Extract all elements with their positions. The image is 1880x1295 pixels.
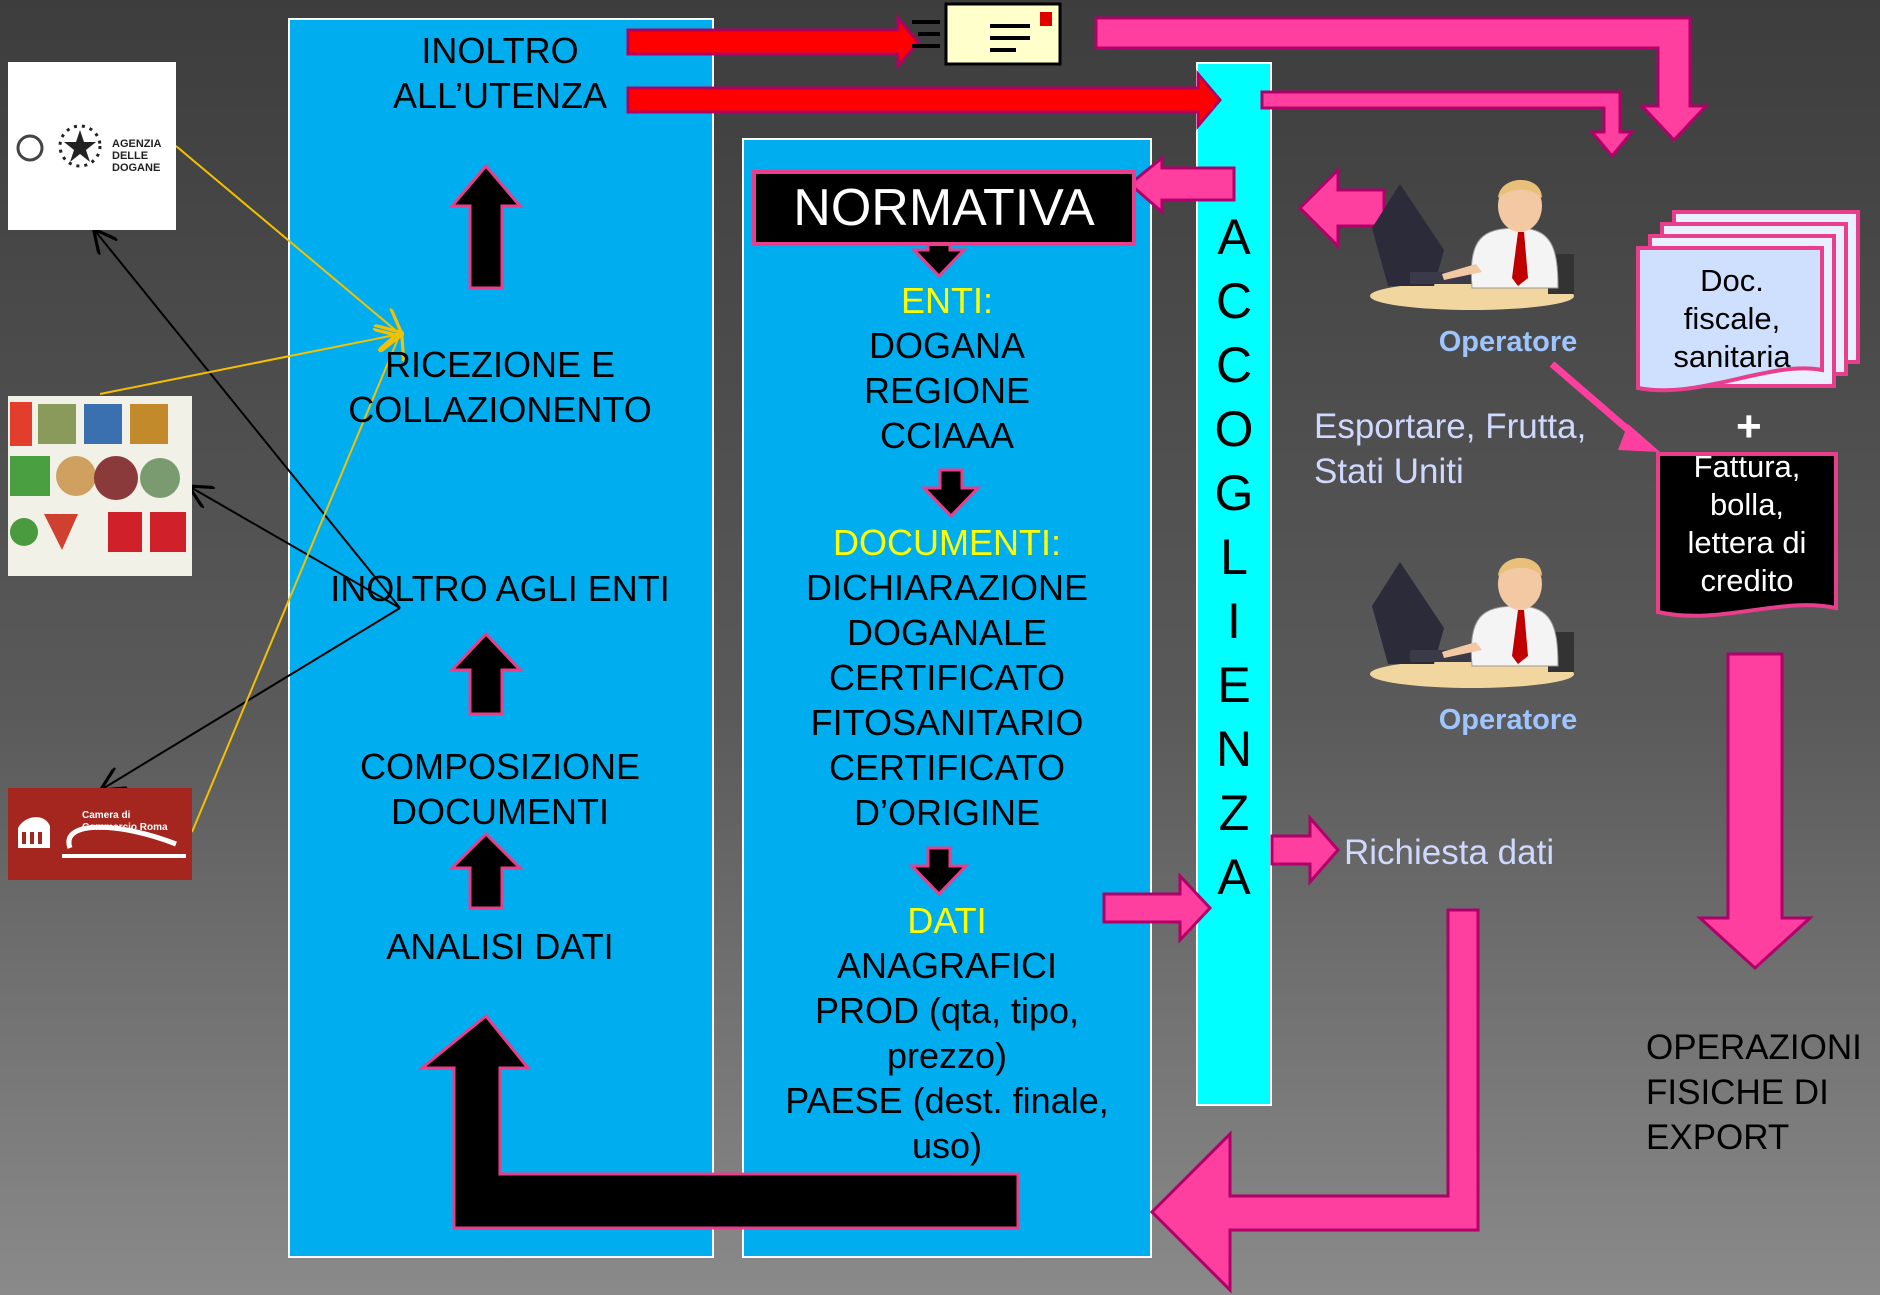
document-stack-icon xyxy=(1636,210,1860,393)
invoice-document-icon xyxy=(1656,452,1838,618)
enti-item: REGIONE xyxy=(863,370,1031,411)
accoglienza-panel xyxy=(1196,62,1272,1106)
operazioni-fisiche-label: OPERAZIONI FISICHE DI EXPORT xyxy=(1646,1025,1862,1160)
accoglienza-letter: E xyxy=(1217,657,1251,713)
dati-heading: DATI xyxy=(907,900,987,941)
operator-label: Operatore xyxy=(1438,704,1578,736)
step-inoltro-utenza-line1: INOLTRO xyxy=(421,30,579,71)
request-example-line2: Stati Uniti xyxy=(1314,452,1464,491)
dati-item: uso) xyxy=(911,1125,983,1166)
enti-item: CCIAAA xyxy=(879,415,1015,456)
operator-icon xyxy=(1370,558,1574,688)
black-doc-line: Fattura, xyxy=(1693,449,1801,484)
pink-arrow-operator-to-documents xyxy=(1549,361,1660,452)
black-arrow-up-3 xyxy=(448,831,524,910)
accoglienza-letter: L xyxy=(1220,529,1248,585)
step-ricezione-line1: RICEZIONE E xyxy=(384,344,616,385)
dati-item: PAESE (dest. finale, xyxy=(785,1080,1109,1121)
pink-arrow-to-richiesta xyxy=(1270,814,1340,886)
accoglienza-label: A C C O G L I E N Z A xyxy=(1196,205,1272,909)
documenti-item: D’ORIGINE xyxy=(853,792,1040,833)
black-arrow-down-3 xyxy=(908,846,970,897)
pink-arrow-envelope-to-documents xyxy=(1094,16,1710,143)
dati-item: PROD (qta, tipo, xyxy=(814,990,1080,1031)
agenzia-dogane-logo-text: AGENZIA DELLE DOGANE xyxy=(112,138,162,174)
pink-arrow-to-normativa xyxy=(1127,154,1236,216)
step-inoltro-utenza-line2: ALL’UTENZA xyxy=(392,75,608,116)
regions-logo-collage xyxy=(8,396,192,576)
black-arrow-up-1 xyxy=(448,163,524,290)
black-arrow-down-2 xyxy=(920,468,982,519)
operator-label: Operatore xyxy=(1438,326,1578,358)
richiesta-dati-label: Richiesta dati xyxy=(1344,833,1555,872)
pink-arrow-to-operations xyxy=(1696,652,1814,971)
documenti-item: DICHIARAZIONE xyxy=(805,567,1089,608)
accoglienza-letter: Z xyxy=(1218,785,1250,841)
logo-connectors xyxy=(96,145,400,833)
pink-arrow-operator-to-accoglienza xyxy=(1297,166,1386,250)
envelope-icon xyxy=(912,2,1062,66)
step-analisi-dati: ANALISI DATI xyxy=(386,926,614,967)
enti-block: ENTI: DOGANA REGIONE CCIAAA xyxy=(744,278,1150,458)
accoglienza-letter: C xyxy=(1215,273,1253,329)
documenti-item: CERTIFICATO xyxy=(828,657,1066,698)
dati-item: ANAGRAFICI xyxy=(836,945,1058,986)
accoglienza-letter: G xyxy=(1214,465,1254,521)
step-ricezione-line2: COLLAZIONENTO xyxy=(348,389,652,430)
doc-stack-line: fiscale, xyxy=(1683,301,1781,336)
documenti-block: DOCUMENTI: DICHIARAZIONE DOGANALE CERTIF… xyxy=(744,520,1150,835)
step-composizione: COMPOSIZIONE DOCUMENTI xyxy=(290,744,710,834)
documenti-item: DOGANALE xyxy=(846,612,1048,653)
pink-arrow-accoglienza-to-operator xyxy=(1260,90,1636,159)
step-inoltro-enti: INOLTRO AGLI ENTI xyxy=(330,568,670,609)
operator-icon xyxy=(1370,180,1574,310)
step-ricezione: RICEZIONE E COLLAZIONENTO xyxy=(290,342,710,432)
step-composizione-line1: COMPOSIZIONE xyxy=(359,746,641,787)
pink-arrow-dati-to-accoglienza xyxy=(1102,872,1213,944)
enti-heading: ENTI: xyxy=(900,280,993,321)
black-arrow-up-2 xyxy=(448,631,524,716)
operations-line: EXPORT xyxy=(1646,1118,1790,1157)
black-arrow-dati-to-analisi xyxy=(417,1013,1020,1230)
step-composizione-line2: DOCUMENTI xyxy=(391,791,609,832)
camera-commercio-logo xyxy=(8,788,192,880)
accoglienza-letter: A xyxy=(1217,209,1251,265)
camera-commercio-logo-text: Camera di Commercio Roma xyxy=(82,810,168,833)
normativa-panel xyxy=(742,138,1152,1258)
request-example: Esportare, Frutta, Stati Uniti xyxy=(1314,404,1586,494)
black-doc-text: Fattura, bolla, lettera di credito xyxy=(1660,448,1834,600)
black-doc-line: bolla, xyxy=(1709,487,1785,522)
accoglienza-letter: A xyxy=(1217,849,1251,905)
black-doc-line: lettera di xyxy=(1687,525,1807,560)
operations-line: OPERAZIONI xyxy=(1646,1028,1862,1067)
doc-stack-text: Doc. fiscale, sanitaria xyxy=(1642,262,1822,376)
accoglienza-letter: O xyxy=(1214,401,1254,457)
request-example-line1: Esportare, Frutta, xyxy=(1314,407,1587,446)
documenti-heading: DOCUMENTI: xyxy=(833,522,1061,563)
doc-stack-line: sanitaria xyxy=(1673,339,1791,374)
agenzia-dogane-logo xyxy=(8,62,176,230)
accoglienza-letter: N xyxy=(1215,721,1253,777)
documenti-item: FITOSANITARIO xyxy=(810,702,1084,743)
enti-item: DOGANA xyxy=(868,325,1026,366)
plus-sign: + xyxy=(1736,402,1762,451)
pink-arrow-richiesta-to-dati xyxy=(1149,908,1480,1294)
documenti-item: CERTIFICATO xyxy=(828,747,1066,788)
dati-block: DATI ANAGRAFICI PROD (qta, tipo, prezzo)… xyxy=(744,898,1150,1168)
doc-stack-line: Doc. xyxy=(1700,263,1764,298)
step-inoltro-utenza: INOLTRO ALL’UTENZA xyxy=(290,28,710,118)
red-arrow-to-envelope xyxy=(626,13,920,71)
operations-line: FISICHE DI xyxy=(1646,1073,1829,1112)
accoglienza-letter: C xyxy=(1215,337,1253,393)
dati-item: prezzo) xyxy=(886,1035,1008,1076)
normativa-title: NORMATIVA xyxy=(752,170,1136,246)
red-arrow-to-accoglienza xyxy=(626,69,1222,131)
accoglienza-letter: I xyxy=(1227,593,1241,649)
black-doc-line: credito xyxy=(1700,563,1794,598)
